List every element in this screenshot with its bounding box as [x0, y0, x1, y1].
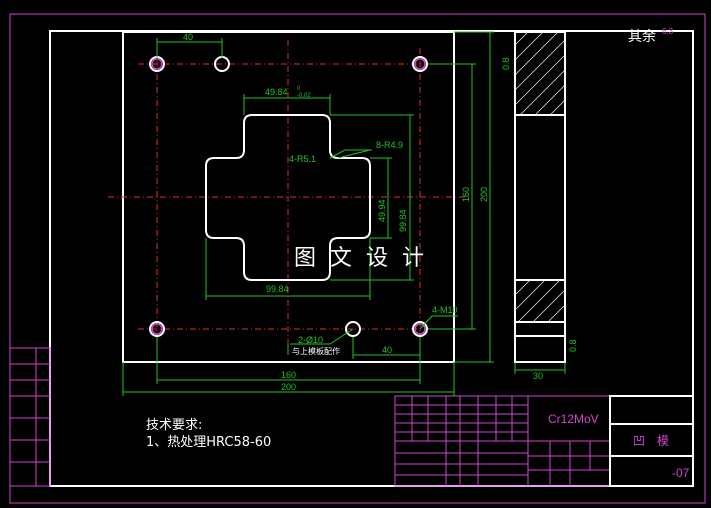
mounting-holes: [149, 56, 428, 337]
center-lines: [108, 40, 470, 350]
dim-outer-height: 200: [479, 187, 489, 202]
tech-req-item: 1、热处理HRC58-60: [146, 435, 272, 450]
section-hatch: [514, 31, 566, 323]
roughness-value: 6.3: [662, 27, 674, 36]
dim-opening-width-bottom: 99.84: [266, 284, 289, 294]
title-part-name: 凹 模: [633, 434, 673, 448]
side-section-view: [514, 31, 566, 363]
hole-bottom-right: [412, 321, 428, 337]
dim-opening-h-large: 99.84: [398, 209, 408, 232]
dim-hole-spacing-w: 160: [281, 370, 296, 380]
sheet-border: [9, 13, 706, 504]
technical-requirements: 技术要求: 1、热处理HRC58-60: [146, 417, 271, 451]
dim-tol-top2: -0.02: [297, 93, 311, 99]
dim-opening-width-top: 49.84: [265, 87, 288, 97]
dim-tol-top: 0: [297, 86, 301, 92]
dim-hole-spacing-h: 160: [461, 187, 471, 202]
dim-thickness: 30: [533, 371, 543, 381]
dim-outer-width: 200: [281, 382, 296, 392]
dim-radius-outer: 4-R5.1: [289, 154, 316, 164]
dim-opening-h-small: 49.94: [377, 199, 387, 222]
roughness-label: 其余: [628, 29, 656, 45]
watermark: 图文设计: [294, 246, 439, 271]
hole-bottom-mid: [345, 321, 361, 337]
title-drawing-number: -07: [672, 466, 690, 480]
tech-req-heading: 技术要求:: [146, 418, 203, 433]
side-attachment-table: [9, 347, 51, 487]
dimension-texts: 40 49.84 0 -0.02 4-R5.1 8-R4.9 99.84 160…: [183, 32, 578, 392]
dim-pin-holes: 2-Ø10: [298, 335, 323, 345]
rough-side-2: 0.8: [568, 339, 578, 352]
title-material: Cr12MoV: [548, 412, 599, 426]
hole-bottom-left: [149, 321, 165, 337]
dimension-lines: [122, 31, 566, 396]
hole-top-right: [412, 56, 428, 72]
dim-hole-spacing-top: 40: [183, 32, 193, 42]
rough-side-1: 0.8: [501, 57, 511, 70]
dim-thread-holes: 4-M10: [432, 305, 458, 315]
dim-radius-inner: 8-R4.9: [376, 140, 403, 150]
dim-pin-offset: 40: [382, 345, 392, 355]
pin-note: 与上模板配作: [292, 346, 340, 356]
